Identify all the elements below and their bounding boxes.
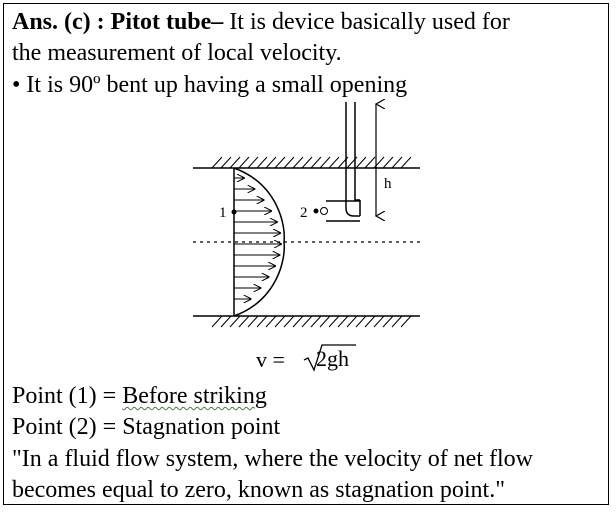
tube-opening — [320, 207, 328, 215]
wall-hatch — [337, 315, 349, 328]
wall-hatch — [211, 315, 223, 328]
wall-hatch — [328, 156, 340, 169]
wall-hatch — [310, 315, 322, 328]
wall-hatch — [364, 315, 376, 328]
point-1-prefix: Point (1) = — [12, 383, 123, 409]
wall-hatch — [400, 156, 412, 169]
wall-hatch — [247, 156, 259, 169]
wall-hatch — [265, 315, 277, 328]
wall-hatch — [229, 156, 241, 169]
wall-hatch — [292, 315, 304, 328]
bullet-line: • It is 90º bent up having a small openi… — [12, 72, 408, 98]
wall-hatch — [301, 156, 313, 169]
wall-hatch — [211, 156, 223, 169]
wall-hatch — [319, 156, 331, 169]
wall-hatch — [346, 315, 358, 328]
pipe-bottom-wall — [193, 315, 420, 328]
wall-hatch — [256, 156, 268, 169]
wall-hatch — [283, 315, 295, 328]
wall-hatch — [373, 315, 385, 328]
wall-hatch — [238, 156, 250, 169]
wall-hatch — [292, 156, 304, 169]
wall-hatch — [382, 156, 394, 169]
wall-hatch — [355, 315, 367, 328]
quote-line-2: becomes equal to zero, known as stagnati… — [12, 477, 506, 503]
wall-hatch — [274, 156, 286, 169]
wall-hatch — [229, 315, 241, 328]
point-1-marker — [231, 209, 237, 215]
wall-hatch — [238, 315, 250, 328]
formula-lhs: v = — [256, 347, 285, 372]
point-2-line: Point (2) = Stagnation point — [12, 413, 280, 441]
wall-hatch — [391, 156, 403, 169]
wall-hatch — [400, 315, 412, 328]
velocity-profile-curve — [233, 167, 286, 317]
answer-term: Pitot tube– — [110, 9, 224, 35]
sqrt-symbol — [303, 344, 356, 372]
wall-hatch — [310, 156, 322, 169]
point-1-value: Before striking — [122, 383, 267, 409]
pipe-top-wall — [193, 156, 420, 169]
wall-hatch — [220, 315, 232, 328]
answer-line-1: Ans. (c) : Pitot tube– It is device basi… — [12, 8, 510, 36]
answer-prefix: Ans. (c) — [12, 9, 91, 35]
point-1-label: 1 — [219, 205, 227, 221]
point-2-prefix: Point (2) = — [12, 414, 123, 440]
wall-hatch — [355, 156, 367, 169]
wall-hatch — [364, 156, 376, 169]
wall-hatch — [328, 315, 340, 328]
wall-hatch — [256, 315, 268, 328]
point-2-marker — [313, 208, 319, 214]
wall-hatch — [283, 156, 295, 169]
point-2-label: 2 — [300, 205, 308, 221]
answer-colon: : — [90, 9, 111, 35]
wall-hatch — [301, 315, 313, 328]
wall-hatch — [391, 315, 403, 328]
wall-hatch — [220, 156, 232, 169]
point-1-line: Point (1) = Before striking — [12, 382, 267, 410]
velocity-arrows — [234, 178, 281, 299]
tube-mouth — [326, 200, 360, 222]
quote-line-1: "In a fluid flow system, where the veloc… — [12, 446, 533, 472]
definition-part1: It is device basically used for — [223, 9, 510, 35]
wall-hatch — [247, 315, 259, 328]
answer-frame — [3, 3, 609, 505]
definition-part2: the measurement of local velocity. — [12, 40, 342, 66]
wall-hatch — [265, 156, 277, 169]
wall-hatch — [274, 315, 286, 328]
formula-radicand: 2gh — [316, 346, 349, 371]
pitot-tube — [345, 102, 361, 217]
wall-hatch — [382, 315, 394, 328]
point-2-value: Stagnation point — [122, 414, 281, 440]
height-label: h — [384, 176, 392, 192]
wall-hatch — [319, 315, 331, 328]
